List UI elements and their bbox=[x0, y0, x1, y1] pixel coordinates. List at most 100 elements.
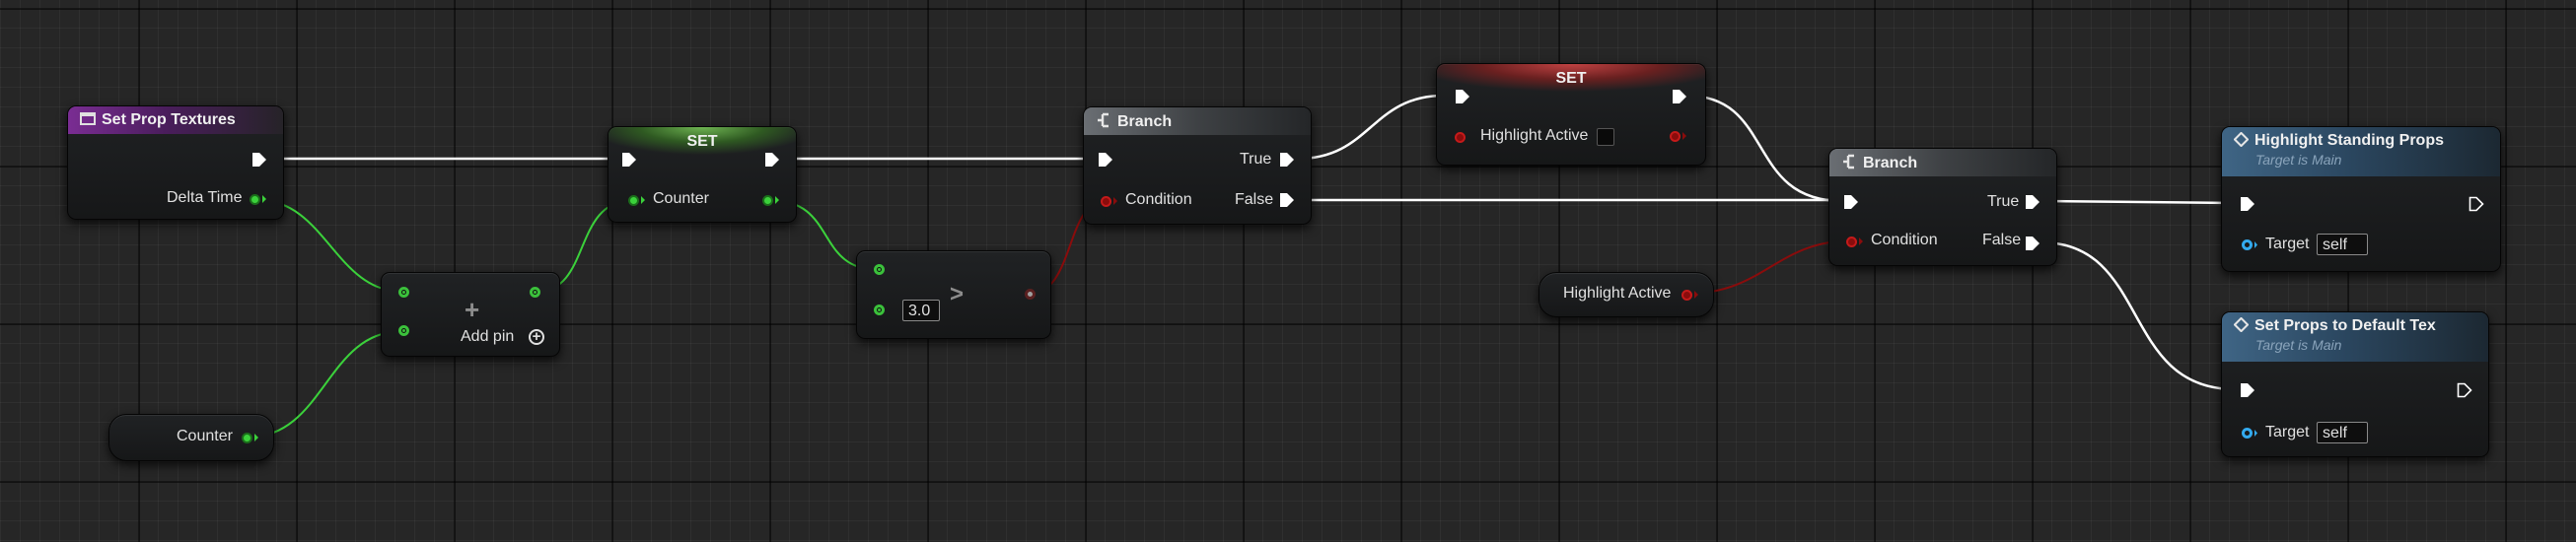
node-title: Branch bbox=[1863, 155, 1918, 171]
math-node-greater[interactable]: 3.0 > bbox=[856, 250, 1051, 339]
pin-arrow-icon bbox=[641, 196, 645, 204]
exec-in-pin[interactable] bbox=[1843, 194, 1859, 210]
node-title: Set Prop Textures bbox=[102, 111, 236, 128]
exec-in-pin[interactable] bbox=[2240, 196, 2255, 212]
exec-out-false-pin[interactable] bbox=[2025, 236, 2040, 251]
float-out-pin[interactable] bbox=[242, 433, 252, 443]
value-input-b[interactable]: 3.0 bbox=[902, 300, 940, 321]
function-node-set-props-to-default-tex[interactable]: Set Props to Default Tex Target is Main … bbox=[2221, 311, 2489, 457]
bool-in-pin[interactable] bbox=[1101, 196, 1111, 207]
variable-label: Counter bbox=[177, 428, 233, 444]
node-title: Highlight Standing Props bbox=[2254, 132, 2444, 149]
exec-wire[interactable] bbox=[2039, 199, 2237, 205]
object-in-pin[interactable] bbox=[2242, 239, 2253, 250]
function-node-highlight-standing-props[interactable]: Highlight Standing Props Target is Main … bbox=[2221, 126, 2501, 272]
node-header: Highlight Standing Props Target is Main bbox=[2222, 127, 2500, 176]
node-header: SET bbox=[1437, 64, 1705, 92]
node-subtitle: Target is Main bbox=[2255, 337, 2342, 353]
node-header: SET bbox=[608, 127, 796, 155]
float-in-pin[interactable] bbox=[628, 195, 639, 206]
float-in-pin-a[interactable] bbox=[874, 264, 885, 275]
exec-out-true-pin[interactable] bbox=[2025, 194, 2040, 210]
bool-out-pin[interactable] bbox=[1025, 289, 1036, 300]
add-pin-icon[interactable]: + bbox=[529, 329, 544, 345]
pin-label-target: Target bbox=[2265, 236, 2310, 252]
exec-wire[interactable] bbox=[1296, 94, 1446, 161]
pin-label-true: True bbox=[1987, 193, 2020, 210]
bool-value-checkbox[interactable] bbox=[1597, 128, 1614, 146]
pin-label-false: False bbox=[1235, 191, 1274, 208]
pin-label-condition: Condition bbox=[1871, 232, 1938, 248]
pin-arrow-icon bbox=[1859, 237, 1863, 245]
set-node-counter[interactable]: SET Counter bbox=[608, 126, 797, 223]
exec-in-pin[interactable] bbox=[621, 152, 637, 168]
math-node-add[interactable]: + Add pin + bbox=[381, 272, 560, 357]
exec-wire[interactable] bbox=[1684, 94, 1844, 203]
exec-out-pin[interactable] bbox=[2469, 196, 2484, 212]
event-node-set-prop-textures[interactable]: Set Prop Textures Delta Time bbox=[67, 105, 284, 220]
branch-icon bbox=[1098, 112, 1109, 128]
pin-arrow-icon bbox=[254, 434, 258, 441]
bool-in-pin[interactable] bbox=[1455, 132, 1466, 143]
exec-out-pin[interactable] bbox=[251, 152, 267, 168]
pin-label-true: True bbox=[1240, 151, 1272, 168]
pin-arrow-icon bbox=[2254, 241, 2257, 248]
node-subtitle: Target is Main bbox=[2255, 152, 2342, 168]
pin-arrow-icon bbox=[262, 195, 266, 203]
float-in-pin-b[interactable] bbox=[874, 305, 885, 315]
float-in-pin-b[interactable] bbox=[398, 325, 409, 336]
node-title: SET bbox=[686, 133, 718, 150]
target-field[interactable]: self bbox=[2317, 234, 2368, 255]
float-out-pin[interactable] bbox=[762, 195, 773, 206]
exec-out-false-pin[interactable] bbox=[1279, 192, 1295, 208]
add-operator-icon: + bbox=[465, 295, 480, 324]
float-in-pin-a[interactable] bbox=[398, 287, 409, 298]
exec-out-true-pin[interactable] bbox=[1279, 152, 1295, 168]
set-node-highlight-active[interactable]: SET Highlight Active bbox=[1436, 63, 1706, 166]
float-out-pin[interactable] bbox=[250, 194, 260, 205]
node-title: Set Props to Default Tex bbox=[2254, 317, 2436, 334]
pin-label-false: False bbox=[1982, 232, 2022, 248]
node-title: SET bbox=[1555, 70, 1587, 87]
function-icon bbox=[2233, 131, 2250, 148]
add-pin-label[interactable]: Add pin bbox=[461, 328, 515, 345]
branch-icon bbox=[1843, 154, 1854, 169]
exec-in-pin[interactable] bbox=[1098, 152, 1113, 168]
bool-in-pin[interactable] bbox=[1846, 237, 1857, 247]
pin-label-counter: Counter bbox=[653, 190, 709, 207]
event-icon bbox=[80, 112, 96, 125]
variable-get-counter[interactable]: Counter bbox=[108, 414, 274, 461]
object-in-pin[interactable] bbox=[2242, 428, 2253, 439]
pin-label-condition: Condition bbox=[1125, 191, 1192, 208]
node-header: Set Prop Textures bbox=[68, 106, 283, 134]
pin-label-target: Target bbox=[2265, 424, 2310, 440]
pin-arrow-icon bbox=[775, 196, 779, 204]
bool-out-pin[interactable] bbox=[1682, 290, 1692, 301]
target-field[interactable]: self bbox=[2317, 422, 2368, 443]
variable-label: Highlight Active bbox=[1563, 285, 1672, 302]
branch-node-1[interactable]: Branch True Condition False bbox=[1083, 106, 1312, 225]
variable-get-highlight-active[interactable]: Highlight Active bbox=[1538, 272, 1714, 317]
greater-operator-icon: > bbox=[950, 281, 965, 307]
branch-node-2[interactable]: Branch True Condition False bbox=[1828, 148, 2057, 266]
pin-arrow-icon bbox=[1694, 291, 1698, 299]
exec-in-pin[interactable] bbox=[2240, 382, 2255, 398]
node-header: Branch bbox=[1829, 149, 2056, 176]
pin-arrow-icon bbox=[2254, 430, 2257, 437]
bool-out-pin[interactable] bbox=[1670, 131, 1681, 142]
exec-out-pin[interactable] bbox=[2457, 382, 2472, 398]
pin-label-delta-time: Delta Time bbox=[167, 189, 243, 206]
exec-wire[interactable] bbox=[2039, 240, 2237, 391]
node-title: Branch bbox=[1117, 113, 1173, 130]
exec-in-pin[interactable] bbox=[1455, 89, 1470, 104]
float-out-pin[interactable] bbox=[530, 287, 540, 298]
exec-out-pin[interactable] bbox=[764, 152, 780, 168]
node-header: Set Props to Default Tex Target is Main bbox=[2222, 312, 2488, 362]
function-icon bbox=[2233, 316, 2250, 333]
pin-arrow-icon bbox=[1113, 197, 1117, 205]
exec-out-pin[interactable] bbox=[1672, 89, 1687, 104]
node-header: Branch bbox=[1084, 107, 1311, 135]
pin-arrow-icon bbox=[1682, 132, 1686, 140]
pin-label-highlight-active: Highlight Active bbox=[1480, 127, 1589, 144]
